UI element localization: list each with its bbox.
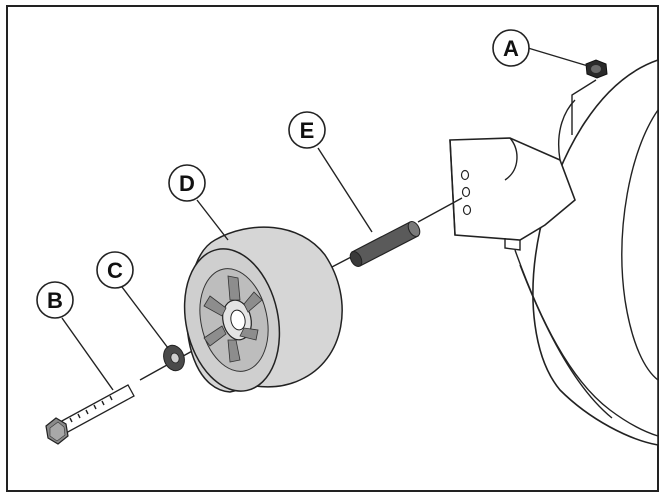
callout-label-e: E: [300, 118, 315, 143]
bolt-icon: [45, 384, 135, 445]
callout-b: B: [36, 281, 74, 319]
callout-e: E: [288, 111, 326, 149]
leader-line-e: [317, 147, 373, 233]
bracket-hole-icon: [462, 204, 472, 216]
nut-leader-line: [571, 79, 597, 135]
leader-line-b: [61, 317, 114, 391]
bracket-hole-icon: [461, 186, 471, 198]
spacer-sleeve-icon: [349, 221, 421, 267]
callout-label-b: B: [47, 288, 63, 313]
bracket-hole-icon: [460, 169, 470, 181]
mounting-bracket: [449, 99, 576, 251]
leader-line-c: [121, 286, 169, 349]
callout-d: D: [168, 164, 206, 202]
mower-deck-housing: [514, 58, 659, 446]
leader-line-d: [196, 199, 229, 241]
nut-icon: [585, 59, 608, 79]
callout-label-d: D: [179, 171, 195, 196]
callout-c: C: [96, 251, 134, 289]
washer-icon: [163, 344, 185, 372]
callout-a: A: [492, 29, 530, 67]
callout-label-c: C: [107, 258, 123, 283]
wheel-roller-icon: [183, 226, 343, 393]
leader-line-a: [527, 47, 589, 67]
callout-label-a: A: [503, 36, 519, 61]
